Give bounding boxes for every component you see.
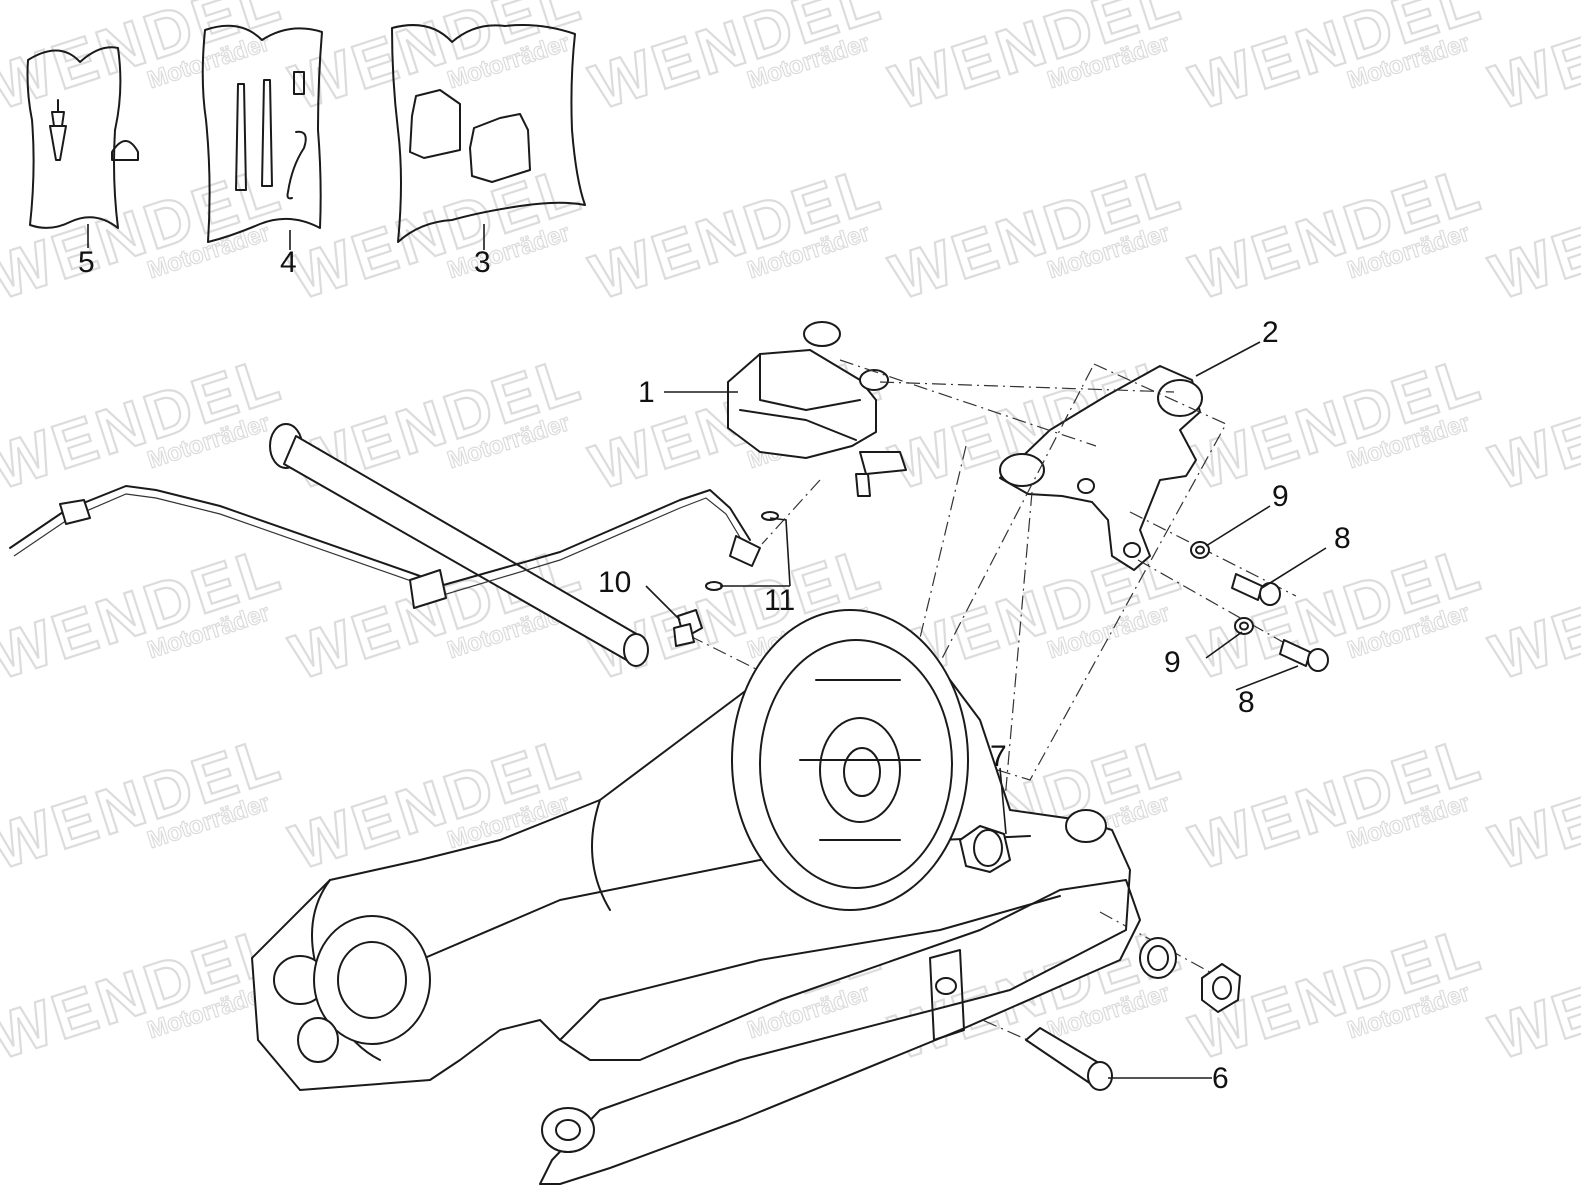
- callout-4: 4: [280, 246, 297, 279]
- callout-8b: 8: [1238, 686, 1255, 719]
- caliper-bracket: [999, 365, 1203, 571]
- watermark-brand: WENDEL: [1482, 0, 1581, 123]
- brake-caliper: [727, 321, 907, 497]
- callout-9a: 9: [1272, 480, 1289, 513]
- watermark-brand: WENDEL: [1482, 532, 1581, 694]
- watermark-brand: WENDEL: [1482, 722, 1581, 884]
- callout-9b: 9: [1164, 646, 1181, 679]
- watermark-brand: WENDEL: [1482, 342, 1581, 504]
- callout-5: 5: [78, 246, 95, 279]
- kit-bag-3: [391, 24, 586, 243]
- axle: [269, 423, 649, 667]
- callout-6: 6: [1212, 1062, 1229, 1095]
- callout-11: 11: [764, 584, 795, 617]
- brake-line: [9, 485, 761, 609]
- kit-bag-5: [26, 46, 139, 229]
- callouts: 5 4 3 1 2 9 8 9 8 10 11 7 6: [78, 246, 1351, 1095]
- watermark-brand: WENDEL: [1482, 912, 1581, 1074]
- leader-lines: [87, 224, 1327, 1079]
- swing-arm: [251, 609, 1141, 1185]
- callout-2: 2: [1262, 316, 1279, 349]
- callout-10: 10: [598, 566, 631, 599]
- callout-3: 3: [474, 246, 491, 279]
- callout-7: 7: [990, 740, 1007, 773]
- callout-8a: 8: [1334, 522, 1351, 555]
- kit-bag-4: [201, 24, 323, 243]
- small-parts: [673, 511, 1329, 1091]
- watermark-brand: WENDEL: [1482, 152, 1581, 314]
- callout-1: 1: [638, 376, 655, 409]
